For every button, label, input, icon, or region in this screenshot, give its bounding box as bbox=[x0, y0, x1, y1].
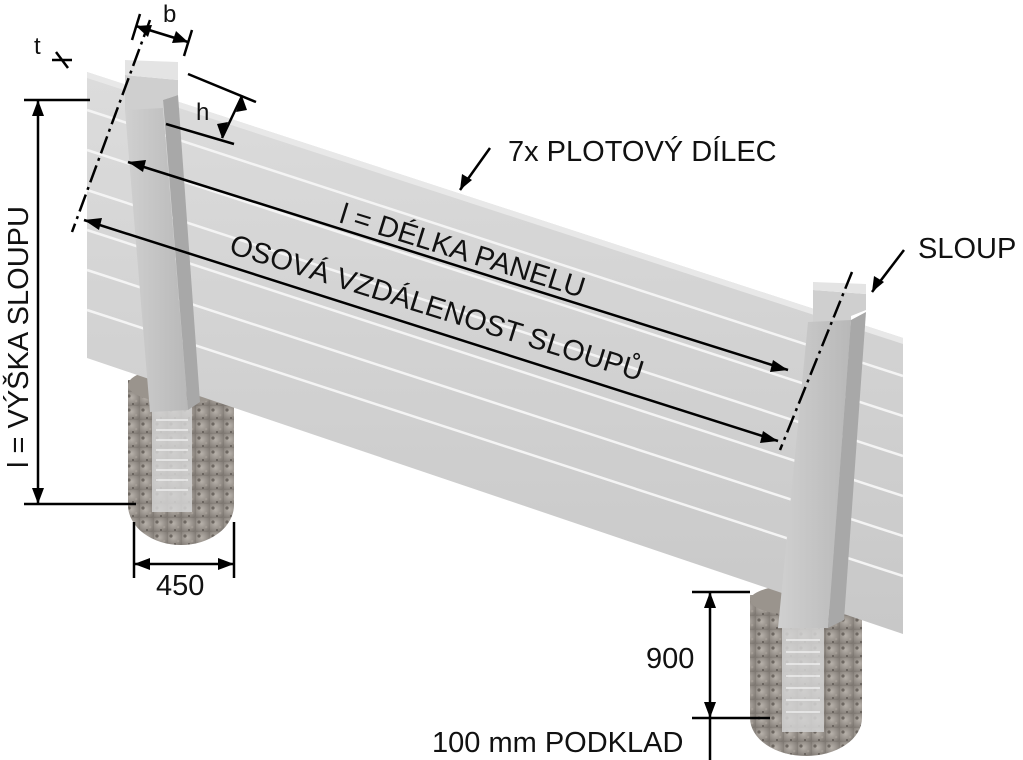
base-layer-label: 100 mm PODKLAD bbox=[432, 727, 683, 759]
footing-width-label: 450 bbox=[156, 570, 204, 602]
height-label: h bbox=[196, 99, 209, 126]
panel-count-label: 7x PLOTOVÝ DÍLEC bbox=[508, 135, 777, 168]
width-label: b bbox=[163, 1, 176, 28]
post-height-label: l = VÝŠKA SLOUPU bbox=[1, 206, 35, 468]
left-post bbox=[125, 60, 200, 412]
arrow-heads bbox=[32, 25, 884, 718]
fence-panel bbox=[86, 72, 904, 634]
thickness-label: t bbox=[34, 33, 41, 60]
dimension-lines bbox=[24, 13, 905, 760]
footing-depth-label: 900 bbox=[646, 643, 694, 675]
post-label: SLOUP bbox=[918, 233, 1016, 265]
